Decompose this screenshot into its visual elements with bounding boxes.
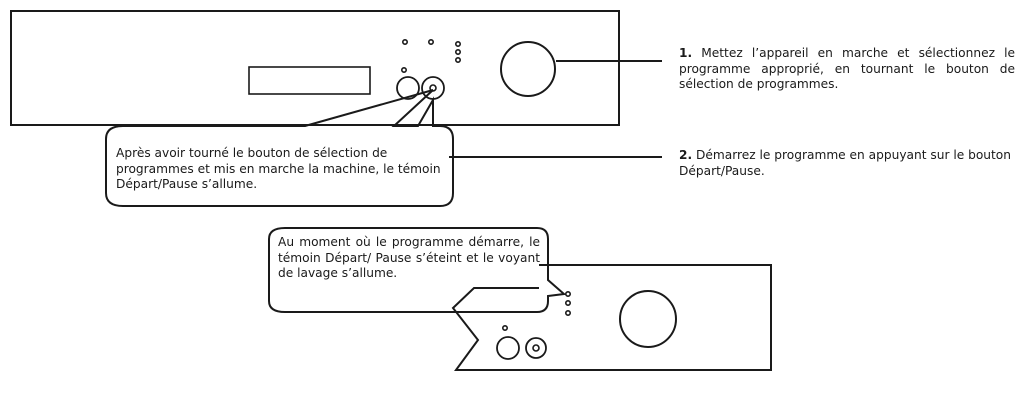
indicator-light	[564, 290, 571, 297]
indicator-light	[401, 38, 408, 45]
indicator-light	[454, 40, 461, 47]
indicator-light	[400, 67, 407, 74]
display-window	[248, 66, 371, 95]
callout-1-text: Après avoir tourné le bouton de sélectio…	[116, 146, 441, 191]
control-panel	[10, 10, 620, 126]
callout-bubble-1	[105, 89, 454, 207]
wash-indicator-light	[564, 299, 571, 306]
start-pause-button	[421, 76, 445, 100]
start-pause-button	[525, 337, 547, 359]
indicator-light	[427, 38, 434, 45]
program-selector-knob	[619, 290, 677, 348]
step-1-text: 1. Mettez l’appareil en marche et sélect…	[679, 46, 1015, 93]
indicator-light	[454, 56, 461, 63]
button	[496, 336, 520, 360]
indicator-light	[564, 309, 571, 316]
indicator-light	[454, 48, 461, 55]
program-selector-knob	[500, 41, 556, 97]
step-2-description: Démarrez le programme en appuyant sur le…	[679, 148, 1011, 178]
step-2-text: 2. Démarrez le programme en appuyant sur…	[679, 148, 1015, 179]
callout-bubble-2	[268, 227, 567, 313]
button	[396, 76, 420, 100]
step-2-number: 2.	[679, 148, 693, 162]
step-1-description: Mettez l’appareil en marche et sélection…	[679, 46, 1015, 91]
start-pause-led	[532, 344, 540, 352]
step-1-number: 1.	[679, 46, 693, 60]
callout-2-text: Au moment où le programme démarre, le té…	[278, 235, 540, 280]
indicator-light	[501, 324, 508, 331]
control-panel-detail	[451, 264, 772, 371]
